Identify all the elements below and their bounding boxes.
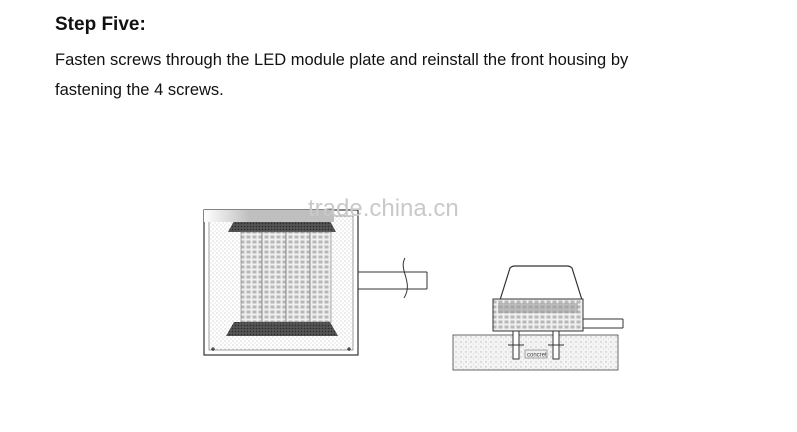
watermark-fade-bar	[204, 210, 334, 222]
side-view-drawing: concret	[452, 265, 624, 371]
light-top-cover	[499, 265, 583, 301]
front-view-drawing	[203, 209, 428, 356]
instruction-line-2: fastening the 4 screws.	[55, 81, 224, 99]
step-title: Step Five:	[55, 14, 146, 35]
power-cable	[358, 257, 428, 299]
top-bevel	[228, 221, 336, 232]
step-instructions: Fasten screws through the LED module pla…	[55, 45, 755, 105]
mounting-bracket	[508, 330, 564, 360]
side-power-cable	[583, 318, 624, 329]
bottom-bevel	[226, 322, 338, 336]
watermark-text: trade.china.cn	[308, 195, 459, 222]
ground-label: concret	[527, 353, 547, 359]
screw-icon	[211, 347, 351, 351]
body-heatsink-band	[498, 303, 578, 313]
instruction-line-1: Fasten screws through the LED module pla…	[55, 51, 629, 69]
ground-label-box	[524, 349, 548, 359]
